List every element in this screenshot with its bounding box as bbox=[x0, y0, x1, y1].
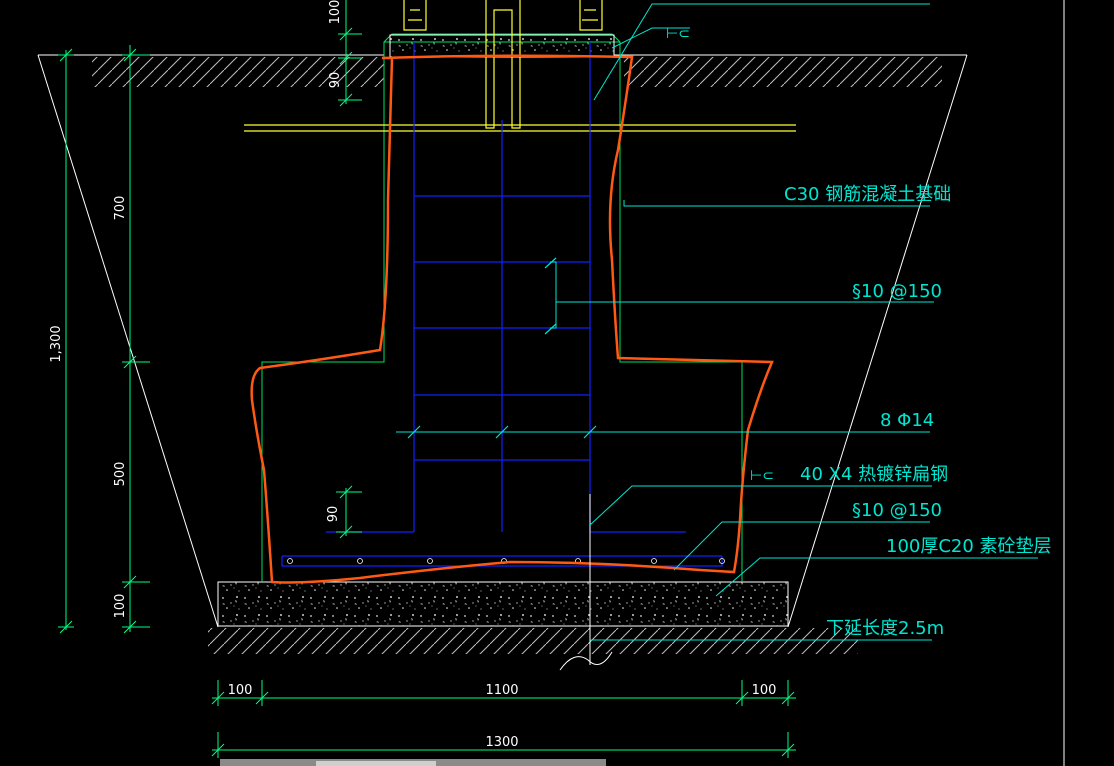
ground-hatch-bottom bbox=[208, 628, 858, 654]
anchor-bolts bbox=[244, 0, 796, 132]
cap-plate bbox=[389, 34, 615, 58]
label-foundation: C30 钢筋混凝土基础 bbox=[784, 184, 951, 205]
ground-hatch-left bbox=[92, 57, 384, 87]
ground-mark-steel: ⊢⊂ bbox=[750, 468, 774, 484]
tick-marks bbox=[407, 257, 597, 439]
dim-width-left-100: 100 bbox=[228, 683, 253, 698]
scrollbar-thumb[interactable] bbox=[316, 761, 436, 766]
ground-rod-break bbox=[559, 651, 613, 671]
rebar-cage bbox=[281, 42, 723, 567]
label-rebar: 8 Φ14 bbox=[880, 410, 934, 431]
ground-mark-top: ⊢⊂ bbox=[666, 26, 690, 42]
label-stirrup-top: §10 @150 bbox=[852, 281, 942, 302]
label-extension: 下延长度2.5m bbox=[826, 618, 944, 639]
dim-width-1100: 1100 bbox=[485, 683, 518, 698]
vertical-dimensions bbox=[58, 0, 362, 634]
dim-bottom-90: 90 bbox=[326, 506, 341, 523]
excavation-pit bbox=[37, 54, 968, 628]
ground-hatch-right bbox=[624, 57, 942, 87]
dim-700: 700 bbox=[113, 196, 128, 221]
horizontal-dimensions bbox=[211, 680, 796, 758]
label-steel: 40 X4 热镀锌扁钢 bbox=[800, 464, 948, 485]
dim-1300-vertical: 1,300 bbox=[49, 325, 64, 362]
cushion-layer bbox=[217, 581, 789, 627]
dim-500: 500 bbox=[113, 462, 128, 487]
dim-top-100: 100 bbox=[328, 0, 343, 24]
dim-width-1300: 1300 bbox=[485, 735, 518, 750]
dim-width-right-100: 100 bbox=[752, 683, 777, 698]
label-cushion: 100厚C20 素砼垫层 bbox=[886, 536, 1052, 557]
dim-bottom-100: 100 bbox=[113, 594, 128, 619]
highlight-outline bbox=[250, 54, 774, 584]
leader-lines bbox=[396, 3, 1038, 641]
label-stirrup-bottom: §10 @150 bbox=[852, 500, 942, 521]
dim-top-90: 90 bbox=[328, 72, 343, 89]
